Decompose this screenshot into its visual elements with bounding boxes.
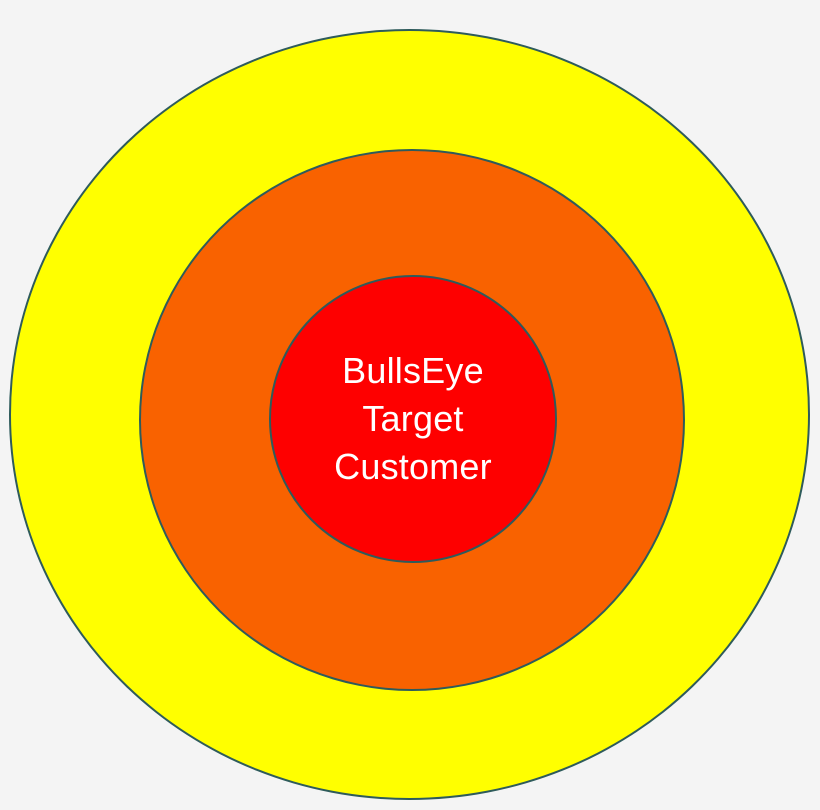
center-label-line-1: BullsEye — [342, 350, 484, 391]
center-label-line-2: Target — [362, 398, 464, 439]
center-label-line-3: Customer — [334, 446, 492, 487]
inner-ring-red: BullsEye Target Customer — [269, 275, 557, 563]
bullseye-center-label: BullsEye Target Customer — [334, 347, 492, 491]
